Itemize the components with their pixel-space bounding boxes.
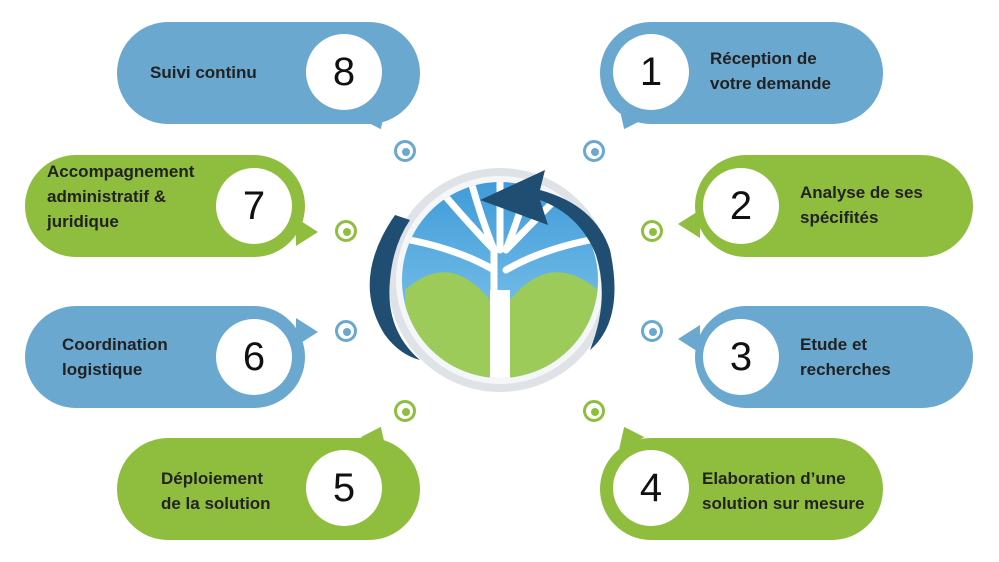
step-3-label: Etude et recherches <box>800 335 891 379</box>
step-7-number: 7 <box>216 168 292 244</box>
step-3-pointer <box>678 325 700 353</box>
connector-dot-step-2 <box>641 220 663 242</box>
cycle-arrow-icon <box>369 170 615 360</box>
connector-dot-step-4 <box>583 400 605 422</box>
step-8-number: 8 <box>306 34 382 110</box>
step-2-number: 2 <box>703 168 779 244</box>
step-4-label: Elaboration d’une solution sur mesure <box>702 469 865 513</box>
step-5-number: 5 <box>306 450 382 526</box>
step-1-number: 1 <box>613 34 689 110</box>
step-2-label: Analyse de ses spécifités <box>800 183 923 227</box>
connector-dot-step-1 <box>583 140 605 162</box>
step-3-number: 3 <box>703 319 779 395</box>
tree-globe-icon <box>388 168 612 392</box>
connector-dot-step-5 <box>394 400 416 422</box>
step-6-label: Coordination logistique <box>62 335 168 379</box>
connector-dot-step-8 <box>394 140 416 162</box>
step-6-number: 6 <box>216 319 292 395</box>
connector-dot-step-6 <box>335 320 357 342</box>
step-7-pointer <box>296 218 318 246</box>
step-1-label: Réception de votre demande <box>710 49 831 93</box>
step-5-label: Déploiement de la solution <box>161 469 271 513</box>
connector-dot-step-3 <box>641 320 663 342</box>
step-6-pointer <box>296 318 318 346</box>
step-8-label: Suivi continu <box>150 63 257 82</box>
connector-dot-step-7 <box>335 220 357 242</box>
step-7-label: Accompagnement administratif & juridique <box>47 162 195 231</box>
step-2-pointer <box>678 210 700 238</box>
step-4-number: 4 <box>613 450 689 526</box>
